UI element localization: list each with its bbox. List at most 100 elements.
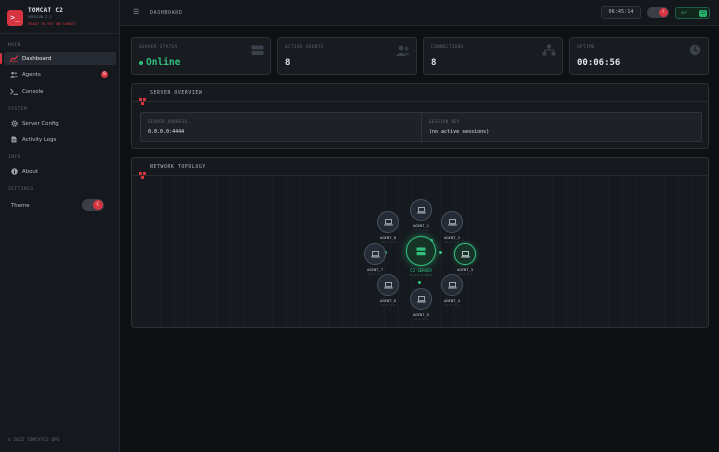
agent-node-label: AGENT_4 [443,298,460,303]
agents-count-badge: 8 [101,71,108,78]
laptop-icon [441,274,463,296]
top-header: ☰ DASHBOARD 06:45:14 ☾ OFF ⏻ [120,0,719,26]
server-address-value: 0.0.0.0:4444 [148,129,185,135]
agent-node-ip: 10.0.0.6 [380,303,396,307]
agent-node-label: AGENT_3 [456,267,473,272]
server-overview-icon [139,90,146,105]
agent-node-label: AGENT_8 [379,235,396,240]
agent-node-ip: 10.0.0.7 [367,272,383,276]
agent-node-label: AGENT_5 [412,312,429,317]
gear-icon [10,120,18,127]
agent-node-label: AGENT_7 [366,267,383,272]
theme-toggle[interactable]: ☾ [82,199,104,211]
sidebar-item-agents[interactable]: Agents 8 [4,68,116,81]
stat-card-server-status: SERVER STATUS Online [131,37,271,75]
network-topology-icon [139,164,146,179]
brand-version: VERSION 2.1 [28,15,52,19]
stat-value: 8 [285,58,291,68]
info-divider [421,113,422,143]
section-label-settings: SETTINGS [8,187,34,192]
laptop-icon [377,211,399,233]
laptop-icon [364,243,386,265]
sidebar-item-label: Server Config [22,120,59,127]
chart-line-icon [10,55,18,62]
server-address-label: SERVER ADDRESS [148,119,188,124]
agent-node-ip: 10.0.0.8 [380,240,396,244]
file-icon [10,136,18,143]
moon-icon: ☾ [93,200,103,210]
laptop-icon [441,211,463,233]
agent-node-ip: 10.0.0.5 [413,317,429,321]
sidebar-item-about[interactable]: About [4,165,116,178]
server-icon [406,236,436,266]
status-dot [139,61,143,65]
stat-label: UPTIME [577,45,595,50]
server-node-label: C2 SERVER [410,268,432,273]
brand: >_ TOMCAT C2 VERSION 2.1 READY TO HIT ON… [0,0,120,34]
theme-label: Theme [11,203,30,209]
terminal-icon [10,88,18,95]
link-dot [439,251,442,254]
clock-display: 06:45:14 [601,6,641,19]
terminal-logo-icon: >_ [7,10,23,26]
agent-node-ip: 10.0.0.4 [444,303,460,307]
agent-node-ip: 10.0.0.1 [413,228,429,232]
sidebar-item-server-config[interactable]: Server Config [4,117,116,130]
stat-label: ACTIVE AGENTS [285,45,324,50]
network-icon [542,44,556,56]
brand-status: READY TO HIT ON TARGET [28,22,76,26]
stat-card-uptime: UPTIME 00:06:56 [569,37,709,75]
sidebar-item-activity-logs[interactable]: Activity Logs [4,133,116,146]
connection-toggle[interactable]: OFF ⏻ [675,7,710,19]
connection-label: OFF [681,11,688,15]
panel-title: NETWORK TOPOLOGY [150,164,206,170]
copyright-text: © 2025 TOMCATC2 OPS [8,438,60,443]
agent-node-label: AGENT_2 [443,235,460,240]
sidebar-item-label: Agents [22,71,41,78]
topology-canvas: C2 SERVER 0.0.0.0:4444 AGENT_1 10.0.0.1 … [132,176,708,327]
stat-value: Online [146,57,181,68]
agent-node-ip: 10.0.0.2 [444,240,460,244]
session-key-value: (no active sessions) [429,129,490,135]
sidebar-item-label: Dashboard [22,55,52,62]
agent-node-ip: 10.0.0.3 [457,272,473,276]
panel-header: NETWORK TOPOLOGY [132,158,708,179]
laptop-icon [377,274,399,296]
menu-icon[interactable]: ☰ [133,8,140,16]
stat-label: SERVER STATUS [139,45,178,50]
server-icon [250,44,264,56]
page-title: DASHBOARD [150,9,183,16]
sidebar-item-console[interactable]: Console [4,85,116,98]
moon-icon: ☾ [659,8,668,17]
users-icon [396,44,410,56]
brand-title: TOMCAT C2 [28,7,64,14]
stat-value: 8 [431,58,437,68]
stat-card-active-agents: ACTIVE AGENTS 8 [277,37,417,75]
sidebar: >_ TOMCAT C2 VERSION 2.1 READY TO HIT ON… [0,0,120,452]
users-icon [10,71,18,78]
section-label-info: INFO [8,155,21,160]
panel-title: SERVER OVERVIEW [150,90,203,96]
stat-card-connections: CONNECTIONS 8 [423,37,563,75]
power-icon: ⏻ [699,9,707,17]
server-overview-panel: SERVER OVERVIEW SERVER ADDRESS 0.0.0.0:4… [131,83,709,149]
panel-header: SERVER OVERVIEW [132,84,708,105]
stat-label: CONNECTIONS [431,45,464,50]
clock-icon [688,44,702,56]
server-node-ip: 0.0.0.0:4444 [410,273,432,277]
section-label-system: SYSTEM [8,107,28,112]
theme-toggle-header[interactable]: ☾ [647,7,669,18]
laptop-icon [410,199,432,221]
stat-value: 00:06:56 [577,58,621,68]
sidebar-item-label: About [22,168,38,175]
section-label-main: MAIN [8,43,21,48]
laptop-icon [410,288,432,310]
agent-node-label: AGENT_6 [379,298,396,303]
agent-node-label: AGENT_1 [412,223,429,228]
sidebar-item-dashboard[interactable]: Dashboard [0,52,116,65]
session-key-label: SESSION KEY [429,119,460,124]
sidebar-item-label: Activity Logs [22,136,57,143]
laptop-icon [454,243,476,265]
overview-info-box: SERVER ADDRESS 0.0.0.0:4444 SESSION KEY … [140,112,702,143]
